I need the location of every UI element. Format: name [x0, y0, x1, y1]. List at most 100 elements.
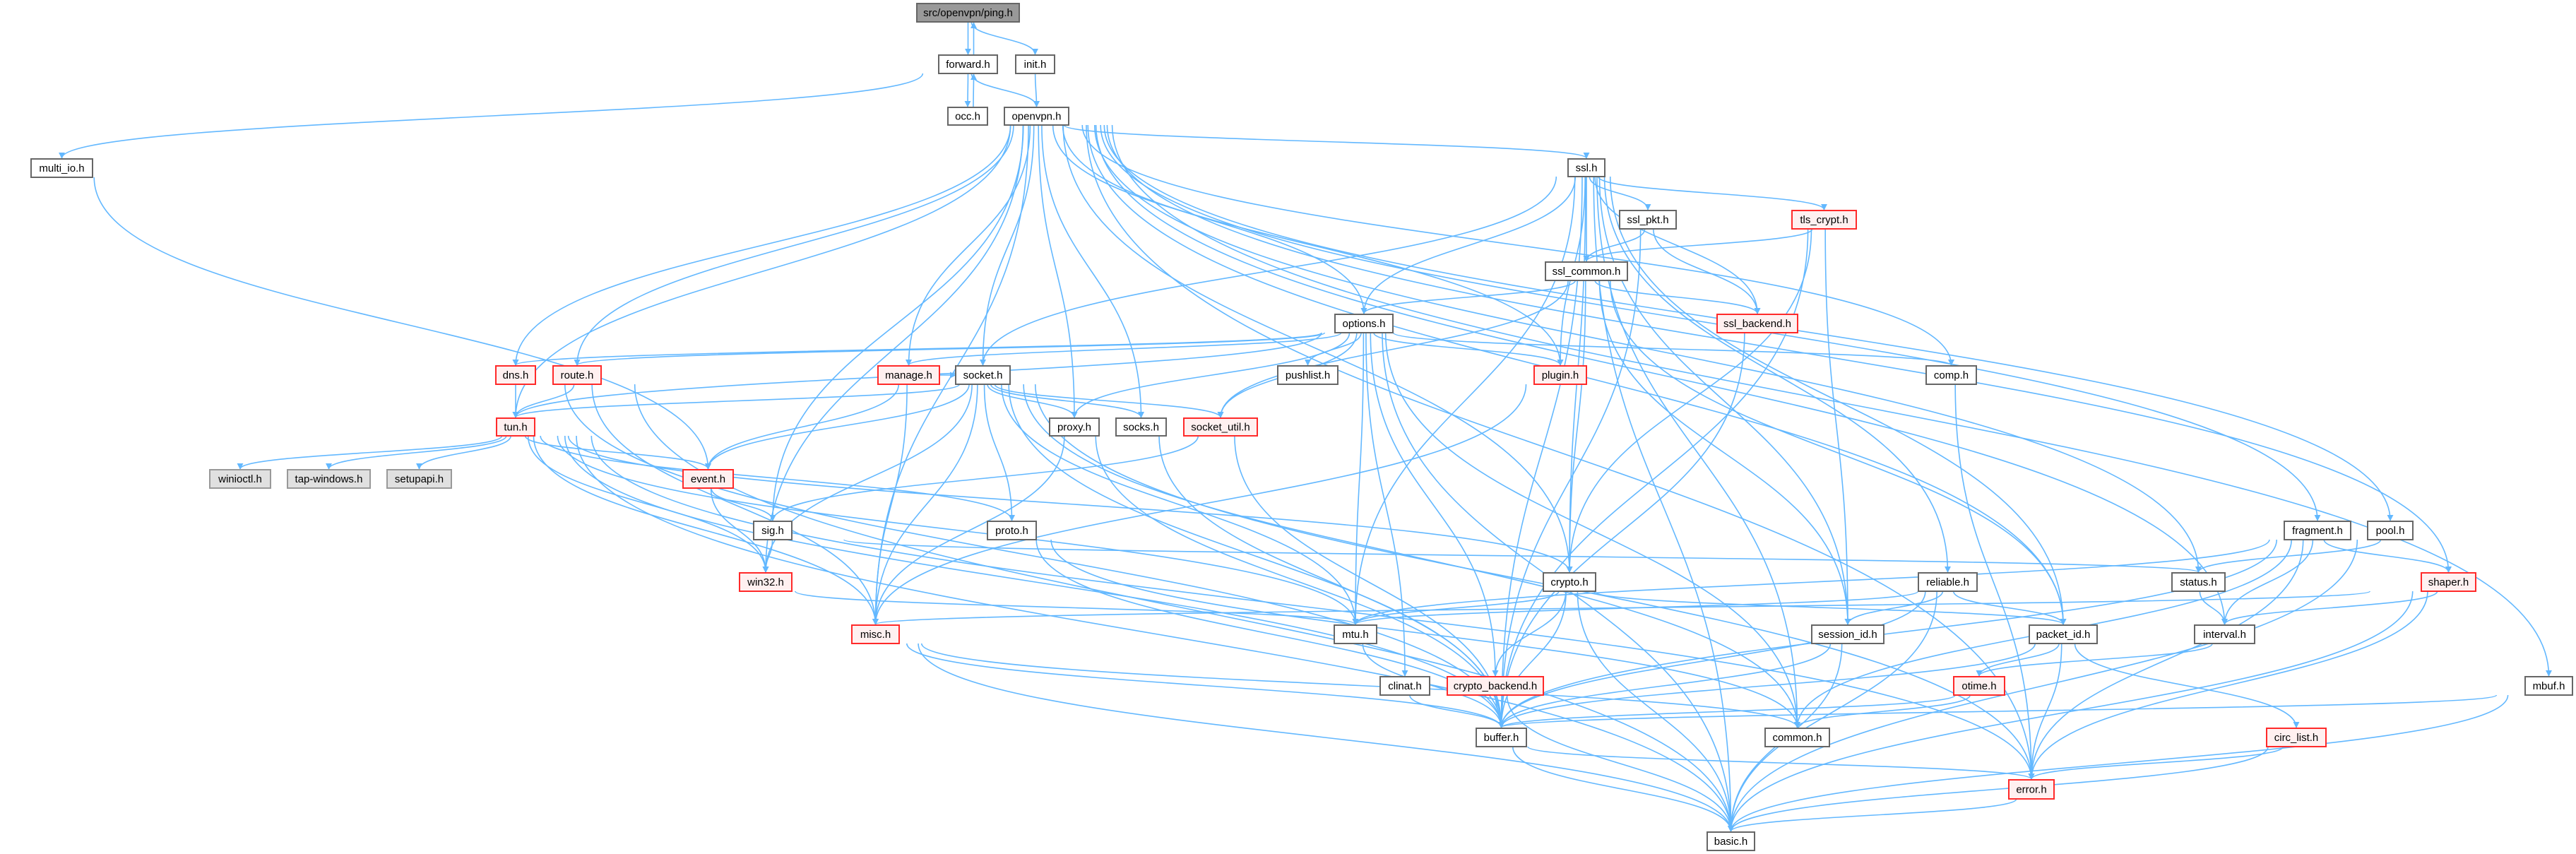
- node-plugin[interactable]: plugin.h: [1533, 365, 1587, 385]
- node-winioctl[interactable]: winioctl.h: [209, 469, 271, 489]
- node-label: mtu.h: [1342, 629, 1369, 641]
- node-crypto-backend[interactable]: crypto_backend.h: [1447, 676, 1544, 696]
- node-basic[interactable]: basic.h: [1707, 831, 1755, 851]
- node-box: [1115, 417, 1167, 437]
- edge-forward-to-openvpn: [971, 73, 1040, 107]
- node-session-id[interactable]: session_id.h: [1811, 624, 1884, 644]
- node-box: [682, 469, 734, 489]
- edge-comp-to-error: [1954, 384, 2035, 780]
- node-label: ssl_backend.h: [1723, 318, 1791, 330]
- node-proto[interactable]: proto.h: [987, 521, 1037, 540]
- node-label: route.h: [561, 369, 594, 381]
- node-occ[interactable]: occ.h: [947, 107, 988, 126]
- edge-openvpn-to-socket: [980, 124, 1035, 366]
- edge-socket-to-common: [1023, 384, 1800, 728]
- node-fragment[interactable]: fragment.h: [2284, 521, 2351, 540]
- edge-openvpn-to-dns: [512, 124, 1011, 366]
- node-win32[interactable]: win32.h: [739, 572, 793, 592]
- node-init[interactable]: init.h: [1015, 54, 1055, 74]
- node-ssl-pkt[interactable]: ssl_pkt.h: [1619, 210, 1677, 230]
- node-label: proxy.h: [1057, 422, 1091, 434]
- node-ssl-common[interactable]: ssl_common.h: [1545, 261, 1628, 281]
- edge-crypto_backend-to-basic: [1506, 694, 1734, 832]
- node-manage[interactable]: manage.h: [877, 365, 940, 385]
- node-error[interactable]: error.h: [2008, 779, 2055, 800]
- edge-fragment-to-mtu: [1352, 539, 2270, 625]
- node-ssl-backend[interactable]: ssl_backend.h: [1716, 314, 1798, 333]
- node-options[interactable]: options.h: [1334, 314, 1394, 333]
- node-setupapi[interactable]: setupapi.h: [386, 469, 452, 489]
- node-box: [2171, 572, 2226, 592]
- node-packet-id[interactable]: packet_id.h: [2029, 624, 2098, 644]
- edge-options-to-manage: [906, 332, 1342, 366]
- edge-tls_crypt-to-buffer: [1498, 228, 1809, 728]
- node-box: [287, 469, 371, 489]
- node-box: [1334, 624, 1377, 644]
- edge-openvpn-to-tun: [512, 124, 1011, 418]
- node-box: [851, 624, 900, 644]
- node-box: [1716, 314, 1798, 333]
- node-box: [2194, 624, 2255, 644]
- node-ping[interactable]: src/openvpn/ping.h: [916, 3, 1020, 23]
- node-label: buffer.h: [1484, 732, 1519, 744]
- node-misc[interactable]: misc.h: [851, 624, 900, 644]
- edge-occ-to-forward: [970, 73, 977, 108]
- node-box: [30, 158, 93, 178]
- node-reliable[interactable]: reliable.h: [1918, 572, 1978, 592]
- node-crypto[interactable]: crypto.h: [1543, 572, 1596, 592]
- edge-options-to-plugin: [1373, 332, 1564, 366]
- node-interval[interactable]: interval.h: [2194, 624, 2255, 644]
- node-sig[interactable]: sig.h: [753, 521, 793, 540]
- node-shaper[interactable]: shaper.h: [2421, 572, 2476, 592]
- node-multi-io[interactable]: multi_io.h: [30, 158, 93, 178]
- edge-sig-to-status: [843, 539, 2202, 573]
- node-box: [739, 572, 793, 592]
- node-box: [1918, 572, 1978, 592]
- node-box: [916, 3, 1020, 23]
- node-mbuf[interactable]: mbuf.h: [2524, 676, 2573, 696]
- node-label: tls_crypt.h: [1800, 214, 1848, 226]
- node-comp[interactable]: comp.h: [1925, 365, 1977, 385]
- edge-packet_id-to-buffer: [1498, 643, 2036, 728]
- edge-socks-to-buffer: [1158, 435, 1504, 728]
- edge-tun-to-buffer: [564, 435, 1504, 728]
- node-mtu[interactable]: mtu.h: [1334, 624, 1377, 644]
- edge-options-to-mtu: [1352, 332, 1365, 625]
- node-clinat[interactable]: clinat.h: [1379, 676, 1430, 696]
- node-label: forward.h: [946, 59, 990, 71]
- node-tap-windows[interactable]: tap-windows.h: [287, 469, 371, 489]
- node-socket[interactable]: socket.h: [955, 365, 1011, 385]
- node-otime[interactable]: otime.h: [1953, 676, 2005, 696]
- edge-proto-to-buffer: [1035, 539, 1504, 728]
- edge-crypto-to-mtu: [1352, 591, 1560, 625]
- node-pushlist[interactable]: pushlist.h: [1277, 365, 1339, 385]
- node-ssl[interactable]: ssl.h: [1567, 158, 1605, 177]
- node-socket-util[interactable]: socket_util.h: [1183, 417, 1258, 437]
- node-route[interactable]: route.h: [552, 365, 602, 385]
- node-label: openvpn.h: [1011, 111, 1061, 123]
- node-tun[interactable]: tun.h: [496, 417, 535, 437]
- node-circ-list[interactable]: circ_list.h: [2266, 728, 2327, 747]
- node-status[interactable]: status.h: [2171, 572, 2226, 592]
- node-openvpn[interactable]: openvpn.h: [1004, 107, 1069, 126]
- edge-shaper-to-interval: [2221, 591, 2438, 625]
- node-event[interactable]: event.h: [682, 469, 734, 489]
- node-label: interval.h: [2203, 629, 2246, 641]
- node-box: [2029, 624, 2098, 644]
- node-socks[interactable]: socks.h: [1115, 417, 1167, 437]
- edge-crypto-to-basic: [1577, 591, 1734, 832]
- edge-ssl-to-common: [1596, 176, 1800, 728]
- node-proxy[interactable]: proxy.h: [1049, 417, 1100, 437]
- node-label: error.h: [2016, 784, 2046, 796]
- node-pool[interactable]: pool.h: [2367, 521, 2414, 540]
- node-forward[interactable]: forward.h: [938, 54, 998, 74]
- edge-mbuf-to-basic: [1728, 694, 2509, 832]
- edge-socket_util-to-sig: [769, 435, 1199, 521]
- node-tls-crypt[interactable]: tls_crypt.h: [1791, 210, 1857, 230]
- node-label: socks.h: [1123, 422, 1159, 434]
- node-label: proto.h: [995, 525, 1028, 537]
- node-buffer[interactable]: buffer.h: [1476, 728, 1527, 747]
- edge-openvpn-to-plugin: [1062, 124, 1564, 366]
- node-common[interactable]: common.h: [1764, 728, 1830, 747]
- node-dns[interactable]: dns.h: [495, 365, 536, 385]
